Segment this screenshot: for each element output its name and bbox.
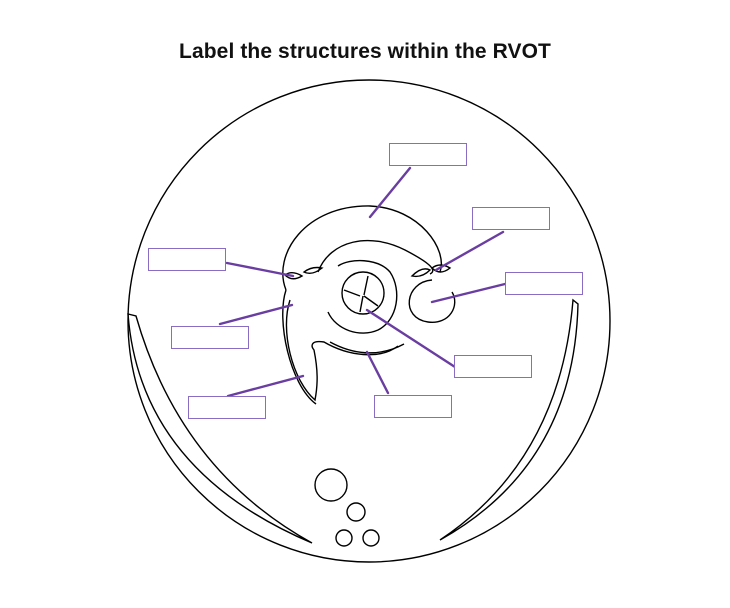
label-box-lower-left[interactable] bbox=[188, 396, 266, 419]
leader-line-lower-left bbox=[226, 374, 305, 398]
vessel-large bbox=[314, 468, 348, 502]
label-box-right[interactable] bbox=[505, 272, 583, 295]
leader-line-top bbox=[368, 166, 412, 219]
left-limb bbox=[285, 299, 399, 402]
leader-line-bottom-center bbox=[365, 350, 390, 395]
left-ventricular-wall bbox=[127, 313, 313, 544]
left-leaflet-inner bbox=[302, 266, 324, 275]
left-leaflet bbox=[283, 272, 304, 280]
valve-circle bbox=[341, 271, 385, 315]
label-box-upper-right[interactable] bbox=[472, 207, 550, 230]
leader-line-upper-right bbox=[434, 230, 505, 272]
right-lobe bbox=[408, 279, 456, 323]
vessel-medium bbox=[346, 502, 366, 522]
rvot-outer-wall bbox=[282, 205, 442, 291]
right-leaflet-outer bbox=[430, 264, 452, 273]
label-box-upper-left[interactable] bbox=[148, 248, 226, 271]
left-limb-outer bbox=[282, 289, 317, 405]
label-box-mid-left[interactable] bbox=[171, 326, 249, 349]
leader-line-mid-left bbox=[218, 303, 294, 326]
diagram-title: Label the structures within the RVOT bbox=[179, 40, 551, 63]
label-box-top[interactable] bbox=[389, 143, 467, 166]
rvot-inner-wall bbox=[317, 239, 434, 275]
leader-line-lower-right bbox=[365, 308, 457, 369]
right-ventricular-wall bbox=[439, 298, 579, 541]
valve-cusps bbox=[343, 275, 379, 313]
lower-fold bbox=[329, 341, 405, 354]
outer-circle bbox=[127, 79, 611, 563]
central-ring bbox=[327, 259, 398, 334]
leader-line-right bbox=[430, 282, 507, 304]
leader-line-upper-left bbox=[225, 261, 295, 278]
vessel-small-left bbox=[335, 529, 353, 547]
right-leaflet bbox=[410, 268, 432, 278]
vessel-small-right bbox=[362, 529, 380, 547]
label-box-bottom-center[interactable] bbox=[374, 395, 452, 418]
label-box-lower-right[interactable] bbox=[454, 355, 532, 378]
